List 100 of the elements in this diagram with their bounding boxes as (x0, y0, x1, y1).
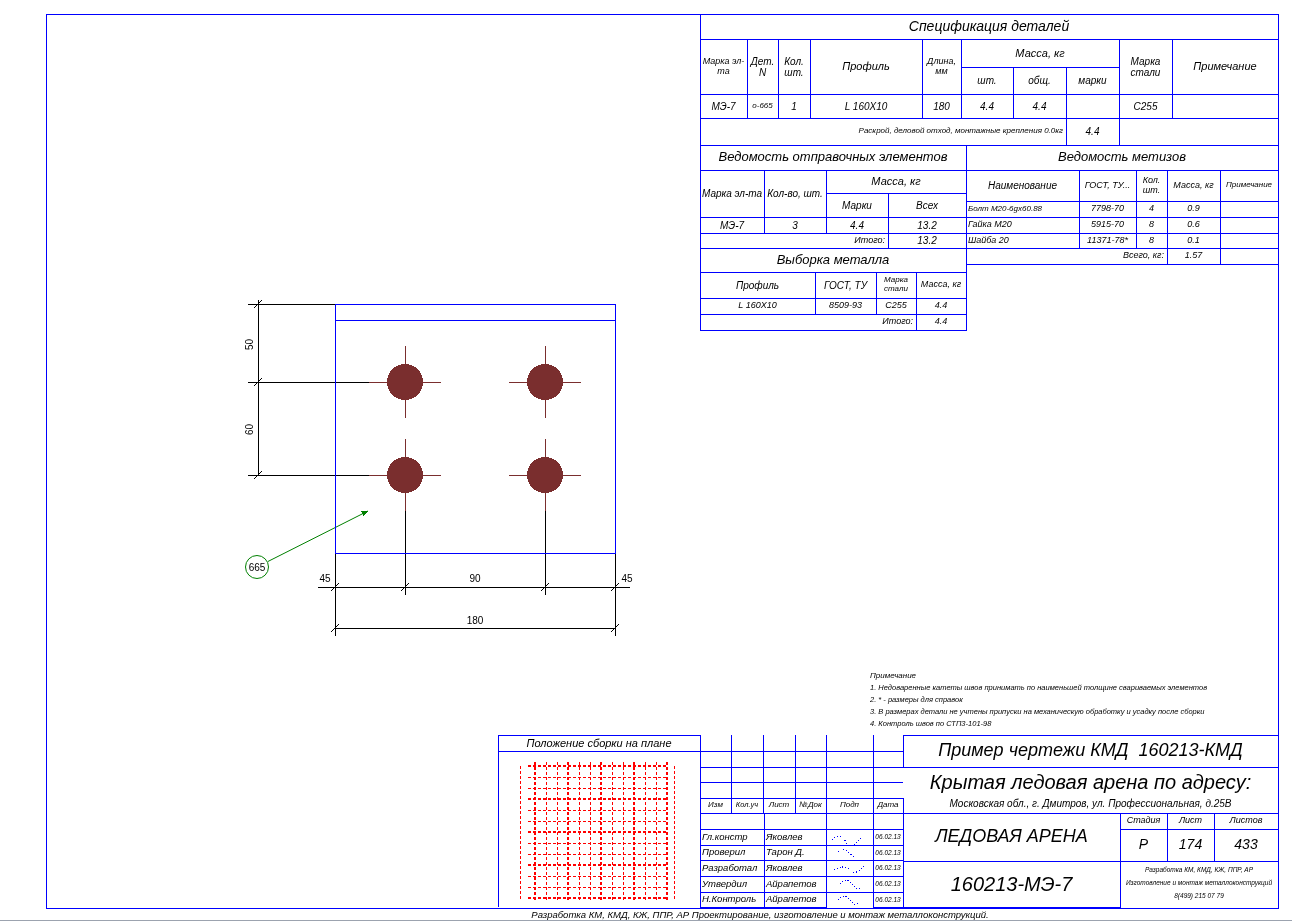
drawing-number: 160213-МЭ-7 (950, 873, 1073, 895)
column-header: Марки (842, 199, 872, 211)
panel-title: Положение сборки на плане (526, 736, 672, 750)
column-header: Стадия (1126, 816, 1161, 826)
column-header: №Док (799, 801, 822, 810)
column-header: Дет. N (749, 55, 776, 78)
column-header: шт. (977, 75, 997, 86)
callout-number: 665 (245, 555, 269, 579)
table-value: 433 (1234, 837, 1258, 853)
table-value: 8509-93 (829, 301, 862, 311)
table-value: Гл.констр (702, 831, 748, 843)
dimension-value: 90 (469, 572, 481, 584)
table-value: 4 (1149, 204, 1154, 214)
table-value: Болт М20-6gх60.88 (968, 204, 1043, 214)
table-value: 4.4 (934, 301, 948, 311)
table-value: Айрапетов (766, 894, 817, 905)
table-value: 4.4 (934, 317, 948, 327)
table-value: 11371-78* (1087, 235, 1128, 246)
table-value: 4.4 (1085, 126, 1100, 137)
column-header: Кол-во, шт. (767, 188, 823, 199)
table-value: Айрапетов (766, 878, 817, 890)
table-title: Ведомость отправочных элементов (718, 150, 948, 165)
table-value: Разработал (702, 862, 758, 874)
table-title: Ведомость метизов (1057, 150, 1187, 165)
dimension-value: 45 (319, 572, 331, 584)
table-value: 4.4 (850, 219, 864, 231)
table-value: Р (1138, 837, 1149, 853)
table-value: Тарон Д. (766, 847, 805, 858)
table-value: Утвердил (702, 878, 748, 890)
column-header: Лист (768, 801, 790, 810)
column-header: Кол. шт. (783, 55, 805, 78)
column-header: Лист (1178, 816, 1203, 826)
table-value: 1.57 (1184, 251, 1203, 261)
project-address: Московская обл., г. Дмитров, ул. Профессиональная, д.25В (949, 798, 1232, 809)
column-header: Масса, кг (920, 280, 962, 290)
table-value: о-665 (752, 101, 773, 111)
column-header: Масса, кг (871, 175, 921, 188)
table-value: Яковлев (766, 831, 803, 843)
table-note: Раскрой, деловой отход, монтажные крепления 0.0кг (858, 127, 1063, 136)
drawing-title: Пример чертежи КМД 160213-КМД (938, 741, 1243, 761)
column-header: ГОСТ, ТУ (823, 279, 868, 291)
table-value: 3 (792, 219, 798, 231)
column-header: Кол. шт. (1141, 175, 1162, 196)
table-value: Шайба 20 (968, 235, 1009, 246)
table-value: Проверил (702, 847, 746, 858)
table-value: 0.6 (1187, 220, 1200, 230)
column-header: общ. (1028, 75, 1051, 86)
table-value: Итого: (854, 235, 885, 246)
column-header: Всех (916, 199, 938, 211)
table-value: Яковлев (766, 862, 803, 874)
column-header: Наименование (988, 180, 1057, 191)
column-header: Профиль (842, 60, 890, 73)
table-value: 13.2 (917, 235, 937, 246)
column-header: Профиль (735, 279, 780, 291)
table-title: Спецификация деталей (908, 18, 1070, 35)
leader-line (267, 510, 369, 563)
table-value: 0.1 (1187, 235, 1200, 246)
column-header: Листов (1229, 816, 1263, 826)
dimension-value: 50 (244, 338, 256, 350)
table-value: 174 (1178, 837, 1203, 853)
column-header: Марка стали (883, 276, 909, 294)
column-header: Масса, кг (1015, 46, 1065, 60)
table-value: 8 (1149, 220, 1154, 230)
table-value: МЭ-7 (719, 219, 745, 231)
dimension-value: 60 (244, 423, 256, 435)
table-value: МЭ-7 (711, 100, 736, 112)
column-header: Подп (839, 801, 860, 810)
table-value: С255 (1133, 100, 1158, 112)
table-value: 4.4 (1032, 100, 1047, 112)
table-value: L 160X10 (738, 301, 777, 311)
table-value: Н.Контроль (702, 894, 757, 905)
table-value: С255 (885, 301, 907, 311)
table-value: Итого: (882, 317, 913, 327)
table-value: 13.2 (917, 219, 937, 231)
dimension-value: 180 (466, 614, 484, 626)
table-value: 180 (933, 100, 950, 112)
table-value: 1 (791, 100, 797, 112)
footer-text: Разработка КМ, КМД, КЖ, ППР, АР Проектирование, изготовление и монтаж металлоконструкций. (531, 910, 989, 921)
column-header: Марка стали (1129, 55, 1162, 78)
column-header: марки (1078, 75, 1107, 86)
table-value: 7798-70 (1091, 204, 1124, 214)
project-title: Крытая ледовая арена по адресу: (929, 770, 1252, 793)
table-value: 8 (1149, 235, 1154, 246)
column-header: Примечание (1193, 60, 1257, 73)
column-header: Марка эл-та (702, 56, 745, 77)
notes-heading: Примечание (870, 671, 917, 681)
table-value: 0.9 (1187, 204, 1200, 214)
table-title: Выборка металла (776, 252, 890, 268)
table-value: Всего, кг: (1122, 251, 1164, 261)
table-value: 4.4 (980, 100, 994, 112)
column-header: Масса, кг (1173, 180, 1214, 191)
table-value: L 160X10 (844, 100, 888, 112)
building-name: ЛЕДОВАЯ АРЕНА (935, 827, 1088, 847)
column-header: ГОСТ, ТУ... (1084, 180, 1131, 191)
column-header: Примечание (1225, 181, 1273, 190)
column-header: Изм (708, 801, 723, 810)
column-header: Дата (877, 801, 899, 810)
table-value: 5915-70 (1091, 220, 1124, 230)
column-header: Марка эл-та (701, 188, 763, 199)
plate-drawing (335, 304, 616, 554)
